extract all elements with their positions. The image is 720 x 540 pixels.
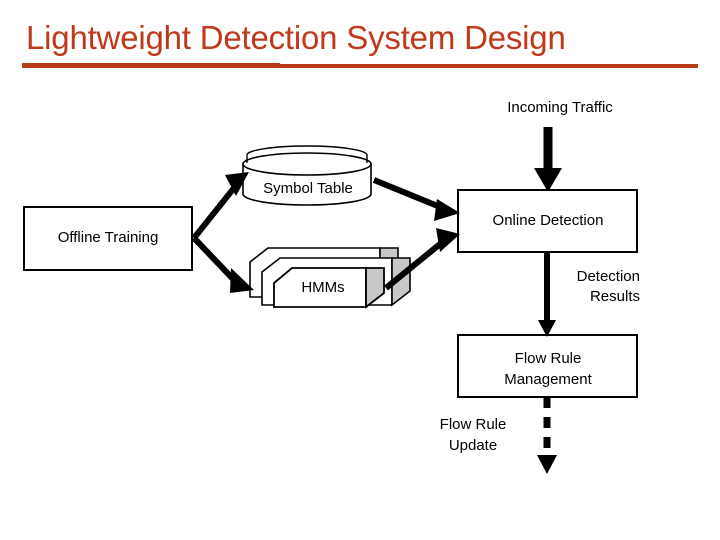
edge-online-detection-to-flow-rule	[538, 252, 556, 337]
edge-symbol-table-to-online-detection	[372, 177, 460, 221]
flow-rule-management-box[interactable]	[457, 334, 638, 398]
title-underline-thick	[22, 63, 280, 68]
edge-hmms-to-online-detection	[384, 228, 460, 291]
offline-training-box[interactable]	[23, 206, 193, 271]
edge-incoming-traffic-arrow	[534, 127, 562, 192]
online-detection-box[interactable]	[457, 189, 638, 253]
edge-offline-to-hmms	[191, 235, 254, 293]
title-underline-thin	[278, 64, 698, 68]
edge-offline-to-symbol-table	[191, 172, 249, 240]
page-title: Lightweight Detection System Design	[26, 19, 566, 56]
hmms-stacked-cubes[interactable]	[249, 247, 411, 309]
edge-flow-rule-update-dashed	[537, 397, 557, 474]
symbol-table-cylinder[interactable]	[242, 145, 372, 206]
